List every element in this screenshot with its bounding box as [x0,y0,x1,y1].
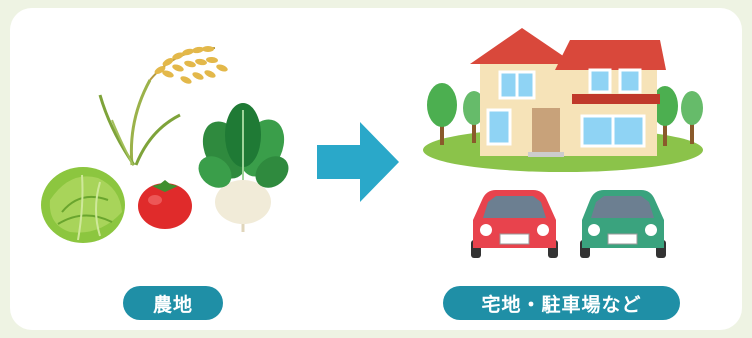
red-car-icon [471,190,558,258]
green-car-icon [580,190,666,258]
house-icon [470,28,666,157]
turnip-icon [198,103,289,232]
tomato-icon [138,180,192,229]
rice-plant-icon [98,46,228,166]
tree-icon [427,83,703,146]
residential-parking-label: 宅地・駐車場など [443,286,680,320]
arrow-right-icon [317,122,399,202]
cabbage-icon [41,167,125,243]
farmland-label: 農地 [123,286,223,320]
